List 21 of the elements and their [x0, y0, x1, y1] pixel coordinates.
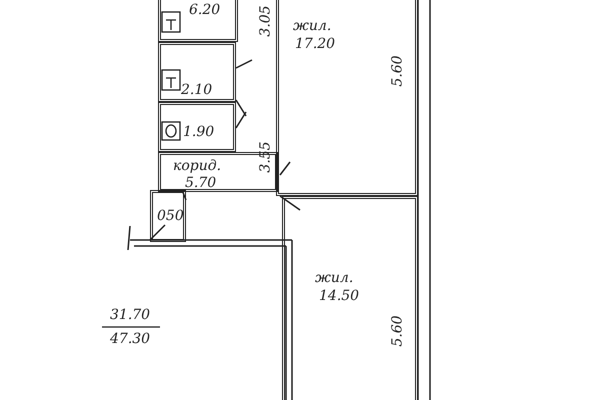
toilet-room: [158, 102, 236, 152]
area-text: 17.20: [295, 37, 336, 51]
closet-room: [150, 190, 186, 242]
area-text: 31.70: [110, 308, 150, 322]
area-text: 47.30: [110, 332, 150, 346]
area-text: 050: [157, 209, 184, 223]
area-text: 2.10: [181, 83, 212, 97]
area-text: 1.90: [183, 125, 214, 139]
bedroom-room: [282, 196, 418, 400]
room-name: жил.: [315, 271, 354, 285]
area-text: 14.50: [319, 289, 360, 303]
dimension-text: 5.60: [390, 55, 405, 87]
kitchen-room: [158, 0, 238, 42]
bathroom-room: [158, 42, 236, 102]
area-text: 6.20: [189, 3, 220, 17]
room-name: жил.: [293, 19, 332, 33]
dimension-text: 3.05: [258, 5, 273, 37]
area-text: 5.70: [185, 176, 216, 190]
dimension-text: 5.60: [390, 315, 405, 347]
room-name: корид.: [173, 159, 222, 173]
bedroom-room: [276, 0, 418, 196]
